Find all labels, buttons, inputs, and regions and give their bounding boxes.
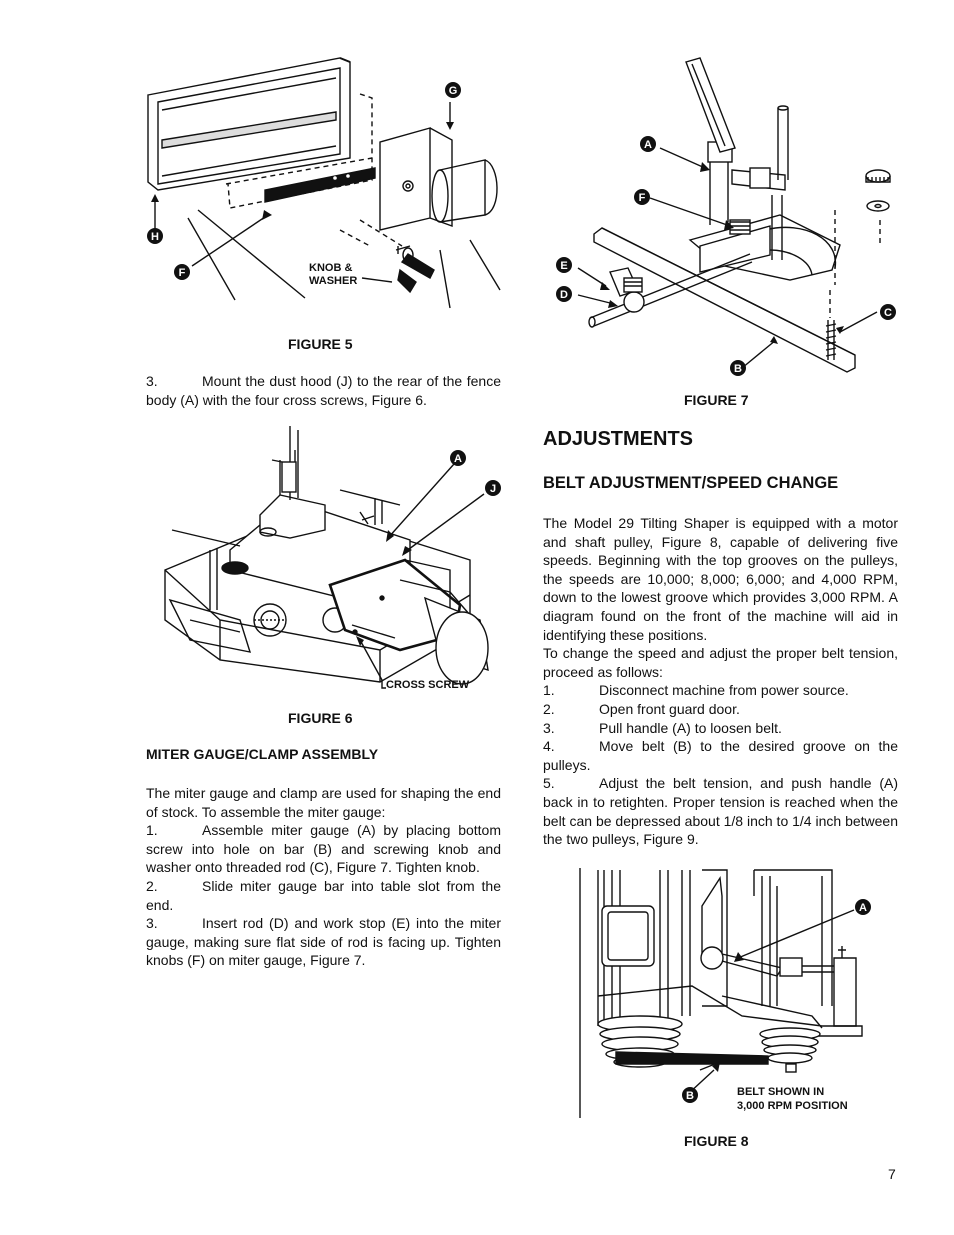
- step-number: 2.: [543, 700, 555, 717]
- step-text: Adjust the belt tension, and push handle…: [543, 775, 898, 848]
- step-number: 4.: [543, 738, 555, 755]
- step-number: 2.: [146, 877, 158, 894]
- step-text: Slide miter gauge bar into table slot fr…: [146, 877, 501, 913]
- step-text: Pull handle (A) to loosen belt.: [599, 719, 782, 736]
- callout-g: G: [449, 85, 458, 97]
- step-text: Assemble miter gauge (A) by placing bott…: [146, 822, 501, 876]
- miter-step: 2. Slide miter gauge bar into table slot…: [146, 877, 501, 914]
- callout-a: A: [644, 139, 652, 151]
- miter-step: 3. Insert rod (D) and work stop (E) into…: [146, 914, 501, 970]
- figure-6-illustration: A J: [164, 426, 501, 689]
- miter-gauge-section: The miter gauge and clamp are used for s…: [146, 784, 501, 970]
- step-number: 3.: [543, 719, 555, 736]
- belt-step: 3. Pull handle (A) to loosen belt.: [543, 719, 898, 738]
- figure-7-caption: FIGURE 7: [684, 392, 749, 408]
- belt-step: 1. Disconnect machine from power source.: [543, 681, 898, 700]
- belt-step: 2. Open front guard door.: [543, 700, 898, 719]
- step-number: 5.: [543, 775, 555, 792]
- step-number: 1.: [146, 822, 158, 839]
- step-text: Disconnect machine from power source.: [599, 682, 849, 699]
- step-text: Move belt (B) to the desired groove on t…: [543, 738, 898, 773]
- callout-j: J: [490, 483, 496, 495]
- fence-step-3: 3. Mount the dust hood (J) to the rear o…: [146, 372, 501, 409]
- belt-step: 4. Move belt (B) to the desired groove o…: [543, 737, 898, 774]
- callout-a: A: [454, 453, 462, 465]
- step-text: Open front guard door.: [599, 700, 740, 717]
- miter-gauge-heading: MITER GAUGE/CLAMP ASSEMBLY: [146, 746, 379, 762]
- adjustments-heading: ADJUSTMENTS: [543, 428, 694, 450]
- callout-f: F: [179, 267, 186, 279]
- miter-intro: The miter gauge and clamp are used for s…: [146, 785, 501, 820]
- callout-c: C: [884, 307, 892, 319]
- belt-intro-paragraph: The Model 29 Tilting Shaper is equipped …: [543, 515, 898, 643]
- figure-5-caption: FIGURE 5: [288, 336, 353, 352]
- belt-adjustment-heading: BELT ADJUSTMENT/SPEED CHANGE: [543, 474, 839, 492]
- callout-d: D: [560, 289, 568, 301]
- figure-8-caption: FIGURE 8: [684, 1133, 749, 1149]
- step-text: Insert rod (D) and work stop (E) into th…: [146, 915, 501, 969]
- step-number: 3.: [146, 373, 158, 389]
- fig6-cross-screw-label: CROSS SCREW: [386, 679, 470, 691]
- step-number: 3.: [146, 915, 158, 932]
- figure-6-caption: FIGURE 6: [288, 710, 353, 726]
- figure-5-illustration: G H F: [147, 57, 501, 309]
- miter-step: 1. Assemble miter gauge (A) by placing b…: [146, 821, 501, 877]
- fig8-belt-position-label: BELT SHOWN IN 3,000 RPM POSITION: [737, 1086, 848, 1112]
- belt-adjustment-section: The Model 29 Tilting Shaper is equipped …: [543, 514, 898, 849]
- page-number: 7: [888, 1166, 896, 1182]
- step-text: Mount the dust hood (J) to the rear of t…: [146, 373, 501, 408]
- belt-procedure-intro: To change the speed and adjust the prope…: [543, 645, 898, 680]
- figure-7-illustration: A F E D C B: [556, 57, 896, 376]
- callout-h: H: [151, 231, 159, 243]
- callout-a: A: [859, 902, 867, 914]
- figure-8-illustration: A B: [579, 868, 871, 1118]
- callout-b: B: [686, 1090, 694, 1102]
- step-number: 1.: [543, 682, 555, 699]
- belt-step: 5. Adjust the belt tension, and push han…: [543, 774, 898, 848]
- callout-e: E: [560, 260, 567, 272]
- callout-b: B: [734, 363, 742, 375]
- fig5-knob-washer-label: KNOB & WASHER: [309, 262, 358, 287]
- callout-f: F: [639, 192, 646, 204]
